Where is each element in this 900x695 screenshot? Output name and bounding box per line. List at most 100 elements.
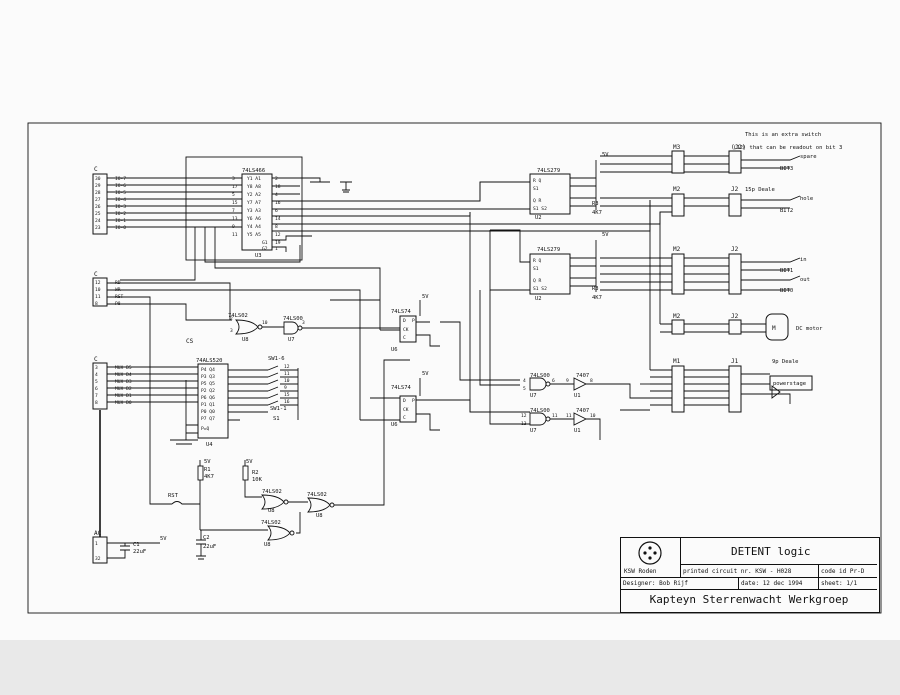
svg-text:R Q: R Q [533,258,542,264]
svg-text:P7 Q7: P7 Q7 [201,416,215,422]
mux-pin: 6 [95,386,98,392]
svg-text:S1: S1 [533,186,539,192]
code-id: code id Pr-D [819,565,877,578]
svg-text:Y4 A4: Y4 A4 [247,224,261,230]
io-pin: 24 [95,218,101,224]
io-pin: 23 [95,225,101,231]
svg-text:74LS02: 74LS02 [307,492,327,498]
svg-text:Y5 A5: Y5 A5 [247,232,261,238]
svg-text:R Q: R Q [533,178,542,184]
drawing-frame [27,122,882,614]
title-block: KSW Roden DETENT logic printed circuit n… [620,537,880,613]
ctrl-pin: 12 [95,280,101,286]
organisation: Kapteyn Sterrenwacht Werkgroep [649,593,849,606]
svg-text:4K7: 4K7 [204,474,214,480]
svg-text:74LS466: 74LS466 [242,168,265,174]
svg-text:P5 Q5: P5 Q5 [201,381,215,387]
svg-text:M: M [772,325,776,332]
svg-text:P1 Q1: P1 Q1 [201,402,215,408]
svg-text:7: 7 [232,208,235,214]
svg-text:5V: 5V [246,459,253,465]
svg-text:M1: M1 [673,358,681,365]
svg-text:U7: U7 [530,428,537,434]
io-label: IO-0 [115,225,126,231]
svg-text:J2: J2 [731,313,739,320]
sheet-number: sheet: 1/1 [819,578,877,590]
svg-text:74LS02: 74LS02 [262,489,282,495]
svg-text:15: 15 [284,392,290,398]
svg-text:P2 Q2: P2 Q2 [201,388,215,394]
svg-text:S1: S1 [273,416,280,422]
svg-text:11: 11 [552,413,558,419]
svg-text:S1 S2: S1 S2 [533,206,547,212]
mux-pin: 7 [95,393,98,399]
svg-text:7407: 7407 [576,408,589,414]
svg-text:74LS02: 74LS02 [261,520,281,526]
svg-text:11: 11 [566,413,572,419]
logo-text: KSW Roden [624,568,657,575]
svg-text:8: 8 [275,224,278,230]
svg-text:in: in [800,257,807,263]
svg-text:J2: J2 [731,186,739,193]
svg-text:9: 9 [284,385,287,391]
mux-label: MUX D0 [115,400,132,406]
svg-text:U8: U8 [316,513,323,519]
svg-text:hole: hole [800,196,813,202]
io-pin: 26 [95,204,101,210]
svg-text:10K: 10K [252,477,263,483]
date: date: 12 dec 1994 [739,578,819,590]
svg-text:7407: 7407 [576,373,589,379]
io-pin: 27 [95,197,101,203]
io-label: IO-4 [115,197,126,203]
svg-text:12: 12 [275,232,281,238]
io-label: IO-2 [115,211,126,217]
svg-text:1: 1 [95,541,98,547]
svg-text:Y3 A3: Y3 A3 [247,208,261,214]
svg-text:15p Deale: 15p Deale [745,187,775,193]
svg-text:11: 11 [232,232,238,238]
svg-text:Y1 A1: Y1 A1 [247,176,261,182]
svg-text:4K7: 4K7 [592,210,602,216]
svg-text:10: 10 [262,320,268,326]
svg-text:Q R: Q R [533,278,542,284]
svg-text:3: 3 [302,320,305,326]
svg-text:4K7: 4K7 [592,295,602,301]
svg-text:5V: 5V [160,536,167,542]
svg-text:RST: RST [168,493,179,499]
svg-text:6: 6 [275,208,278,214]
svg-text:8: 8 [590,378,593,384]
svg-text:5V: 5V [422,371,429,377]
svg-text:R1: R1 [204,467,211,473]
svg-text:12: 12 [521,413,527,419]
svg-text:This is an extra switch: This is an extra switch [745,132,821,138]
designer: Designer: Bob Rijf [621,578,739,590]
svg-text:14: 14 [275,216,281,222]
svg-text:S1 S2: S1 S2 [533,286,547,292]
svg-text:2: 2 [275,176,278,182]
svg-text:U7: U7 [530,393,537,399]
svg-text:spare: spare [800,154,817,160]
svg-text:SW1-1: SW1-1 [270,406,287,412]
svg-text:C: C [94,166,98,173]
svg-text:R2: R2 [252,470,259,476]
svg-text:U3: U3 [255,253,262,259]
io-label: IO-7 [115,176,126,182]
svg-text:11: 11 [284,371,290,377]
svg-text:P0 Q0: P0 Q0 [201,409,215,415]
svg-text:74LS279: 74LS279 [537,247,560,253]
connector-m3-j2-extra: M3 (J2) This is an extra switch (J2) tha… [600,132,842,174]
mux-pin: 8 [95,400,98,406]
svg-text:M2: M2 [673,246,681,253]
svg-text:22uF: 22uF [133,549,146,555]
svg-text:C: C [403,415,406,421]
svg-text:SW1-6: SW1-6 [268,356,285,362]
svg-text:CS: CS [186,338,194,345]
